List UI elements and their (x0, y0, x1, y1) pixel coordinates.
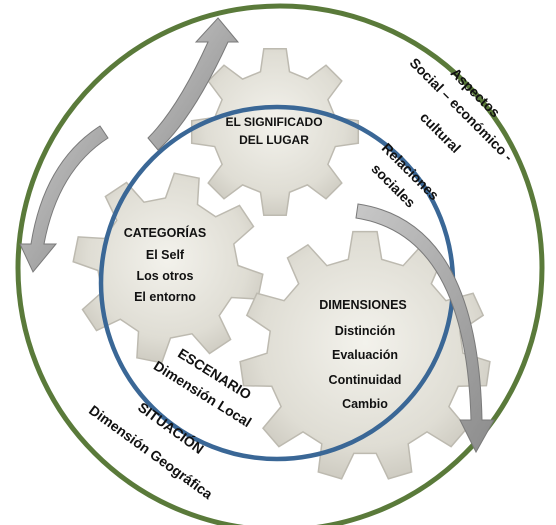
label-situacion: SITUACIÓN Dimensión Geográfica (86, 398, 216, 502)
gear-significado-del-lugar (190, 47, 360, 217)
gear-significado-line1: EL SIGNIFICADO (225, 115, 322, 129)
gear-categorias-title: CATEGORÍAS (124, 225, 206, 240)
label-aspectos: Aspectos Social – económico - cultural (407, 55, 517, 165)
gear-categorias-item-1: El Self (146, 248, 185, 262)
gear-dimensiones-title: DIMENSIONES (319, 298, 407, 312)
arrow-left (19, 125, 109, 273)
outer-circle (15, 3, 545, 525)
gear-dimensiones-item-4: Cambio (342, 397, 388, 411)
gear-dimensiones-item-2: Evaluación (332, 348, 398, 362)
gear-categorias (72, 172, 264, 364)
gear-categorias-item-3: El entorno (134, 290, 196, 304)
gear-categorias-item-2: Los otros (137, 269, 194, 283)
arrow-top-left (147, 17, 240, 151)
gear-dimensiones-item-3: Continuidad (329, 373, 402, 387)
gear-dimensiones-item-1: Distinción (335, 324, 395, 338)
gear-significado-line2: DEL LUGAR (239, 133, 309, 147)
arrow-right (355, 203, 495, 454)
label-relaciones: Relaciones sociales (368, 140, 442, 211)
gear-dimensiones (239, 230, 491, 480)
